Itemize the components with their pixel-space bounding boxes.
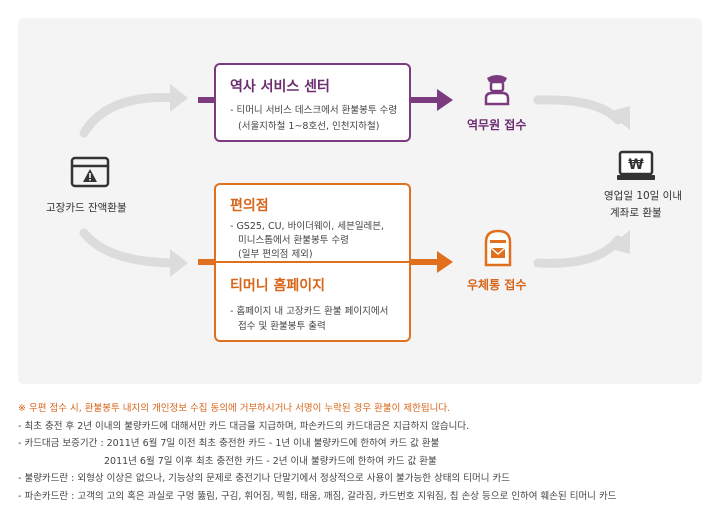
note-item: - 불량카드란 : 외형상 이상은 없으나, 기능상의 문제로 충전기나 단말기…: [18, 473, 510, 484]
station-connector-left: [198, 97, 214, 103]
station-box-line2: (서울지하철 1~8호선, 인천지하철): [238, 121, 380, 132]
card-warning-icon: [70, 156, 110, 188]
note-item: - 파손카드란 : 고객의 고의 혹은 과실로 구멍 뚫림, 구김, 휘어짐, …: [18, 490, 617, 502]
arrow-post-to-refund: [533, 235, 623, 268]
station-box-title: 역사 서비스 센터: [230, 79, 330, 95]
post-connector-right: [411, 259, 441, 265]
store-box-line1: - GS25, CU, 바이더웨이, 세븐일레븐,: [230, 221, 385, 232]
homepage-box-line2: 접수 및 환불봉투 출력: [238, 321, 326, 332]
note-item: - 최초 충전 후 2년 이내의 불량카드에 대해서만 카드 대금을 지급하며,…: [18, 420, 470, 432]
svg-text:₩: ₩: [628, 157, 644, 173]
station-box-line1: - 티머니 서비스 데스크에서 환불봉투 수령: [230, 105, 398, 116]
tmoney-homepage-box: 티머니 홈페이지 - 홈페이지 내 고장카드 환불 페이지에서 접수 및 환불봉…: [214, 261, 411, 342]
won-monitor-icon: ₩: [617, 150, 655, 180]
note-item: ※ 우편 접수 시, 환불봉투 내지의 개인정보 수집 동의에 거부하시거나 서…: [18, 403, 451, 414]
post-arrow-head: [437, 251, 453, 273]
store-connector-left: [198, 259, 214, 265]
station-service-box: 역사 서비스 센터 - 티머니 서비스 데스크에서 환불봉투 수령 (서울지하철…: [214, 63, 411, 142]
station-staff-icon: [484, 75, 510, 106]
refund-flow-panel: 고장카드 잔액환불 역사 서비스 센터 - 티머니 서비스 데스크에서 환불봉투…: [18, 18, 702, 384]
arrow-start-to-station: [79, 92, 183, 138]
station-arrow-head: [437, 89, 453, 111]
store-box-line3: (일부 편의점 제외): [238, 249, 313, 260]
store-box-title: 편의점: [230, 198, 269, 214]
note-item: - 카드대금 보증기간 : 2011년 6월 7일 이전 최초 충전한 카드 -…: [18, 438, 440, 449]
arrow-station-to-refund: [533, 95, 623, 125]
note-item: 2011년 6월 7일 이후 최초 충전한 카드 - 2년 이내 불량카드에 한…: [104, 455, 437, 467]
station-receipt-label: 역무원 접수: [467, 118, 527, 132]
refund-notes: ※ 우편 접수 시, 환불봉투 내지의 개인정보 수집 동의에 거부하시거나 서…: [18, 400, 702, 505]
start-label: 고장카드 잔액환불: [46, 202, 127, 214]
refund-label-line2: 계좌로 환불: [610, 207, 662, 219]
mailbox-icon: [484, 229, 512, 267]
homepage-box-title: 티머니 홈페이지: [230, 278, 326, 294]
arrow-start-to-store: [79, 228, 183, 268]
homepage-box-line1: - 홈페이지 내 고장카드 환불 페이지에서: [230, 306, 389, 317]
refund-label-line1: 영업일 10일 이내: [604, 190, 682, 202]
convenience-store-box: 편의점 - GS25, CU, 바이더웨이, 세븐일레븐, 미니스톱에서 환불봉…: [214, 183, 411, 261]
flow-arrows: [79, 84, 630, 277]
post-receipt-label: 우체통 접수: [467, 278, 527, 292]
station-connector-right: [411, 97, 441, 103]
store-box-line2: 미니스톱에서 환불봉투 수령: [238, 235, 349, 246]
